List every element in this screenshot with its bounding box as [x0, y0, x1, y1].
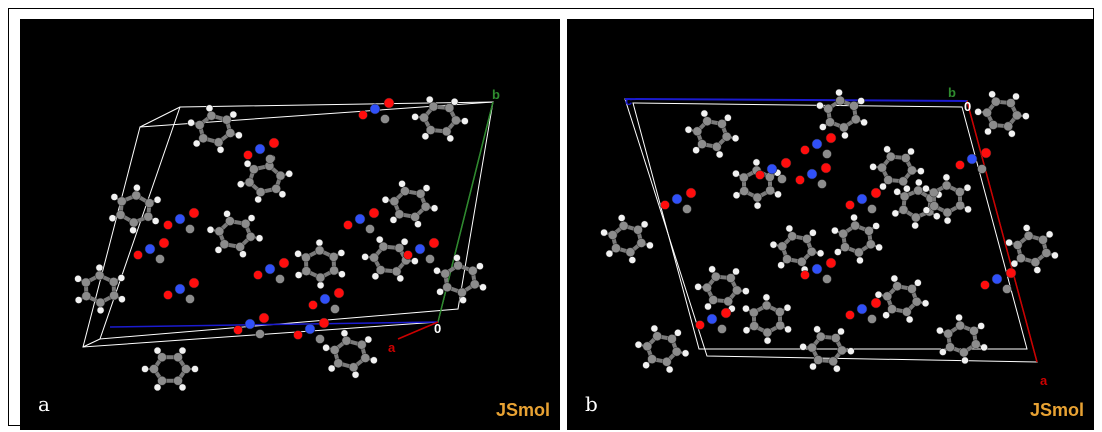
a-axis-line-b — [966, 100, 1038, 363]
molecule-atoms-b — [600, 88, 1059, 374]
axis-label-b-b: b — [948, 85, 956, 100]
c-axis-line — [109, 321, 439, 328]
unit-cell-a — [82, 101, 494, 348]
a-axis-line — [397, 321, 439, 340]
axis-label-a-b: a — [1040, 373, 1048, 388]
panel-label-b: b — [585, 392, 598, 416]
origin-label-b: 0 — [964, 99, 971, 114]
crystal-view-panel-b[interactable]: c b 0 a b JSmol — [567, 19, 1094, 430]
crystal-structure-a: b a 0 — [74, 87, 500, 392]
molecule-atoms-a — [74, 95, 487, 392]
jsmol-logo-a: JSmol — [495, 400, 550, 420]
axis-label-a: a — [388, 340, 396, 355]
jsmol-logo-b: JSmol — [1029, 400, 1084, 420]
origin-label: 0 — [434, 321, 441, 336]
axis-label-b: b — [492, 87, 500, 102]
c-axis-line-b — [624, 98, 968, 102]
crystal-view-panel-a[interactable]: b a 0 a JSmol — [20, 19, 560, 430]
panel-divider — [560, 19, 567, 430]
panel-label-a: a — [38, 392, 50, 416]
crystal-structure-b: c b 0 a — [600, 85, 1059, 388]
axis-label-c-b: c — [625, 93, 632, 108]
